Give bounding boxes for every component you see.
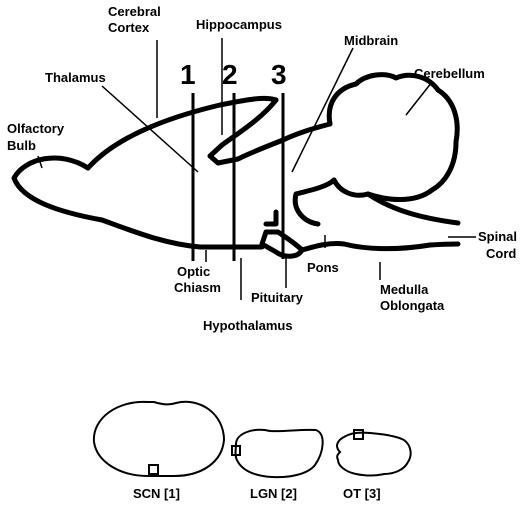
leader-midbrain (292, 48, 353, 172)
label-hippocampus: Hippocampus (196, 17, 282, 32)
brainstem-outline (295, 180, 334, 224)
label-midbrain: Midbrain (344, 33, 398, 48)
section-ot-marker (354, 430, 363, 439)
midbrain-outline (266, 212, 276, 224)
label-olfactory-bulb: Olfactory Bulb (7, 121, 68, 153)
label-cerebellum: Cerebellum (414, 66, 485, 81)
section-label-ot: OT [3] (343, 486, 381, 501)
section-scn-marker (149, 465, 158, 474)
section-label-scn: SCN [1] (133, 486, 180, 501)
section-number-1: 1 (180, 59, 196, 90)
section-number-2: 2 (222, 59, 238, 90)
section-number-3: 3 (271, 59, 287, 90)
leader-thalamus (102, 86, 198, 172)
label-cerebral-cortex: Cerebral Cortex (108, 4, 164, 35)
label-pituitary: Pituitary (251, 290, 304, 305)
label-pons: Pons (307, 260, 339, 275)
label-hypothalamus: Hypothalamus (203, 318, 293, 333)
label-spinal-cord: Spinal Cord (478, 229, 521, 261)
label-optic-chiasm: Optic Chiasm (174, 264, 221, 295)
label-thalamus: Thalamus (45, 70, 106, 85)
olfactory-bulb-outline (14, 158, 200, 247)
section-label-lgn: LGN [2] (250, 486, 297, 501)
cerebellum-outline (329, 75, 457, 200)
section-lgn-outline (236, 430, 323, 477)
leader-cerebellum (406, 82, 432, 115)
section-ot-outline (337, 433, 411, 476)
label-medulla-oblongata: Medulla Oblongata (380, 282, 445, 313)
